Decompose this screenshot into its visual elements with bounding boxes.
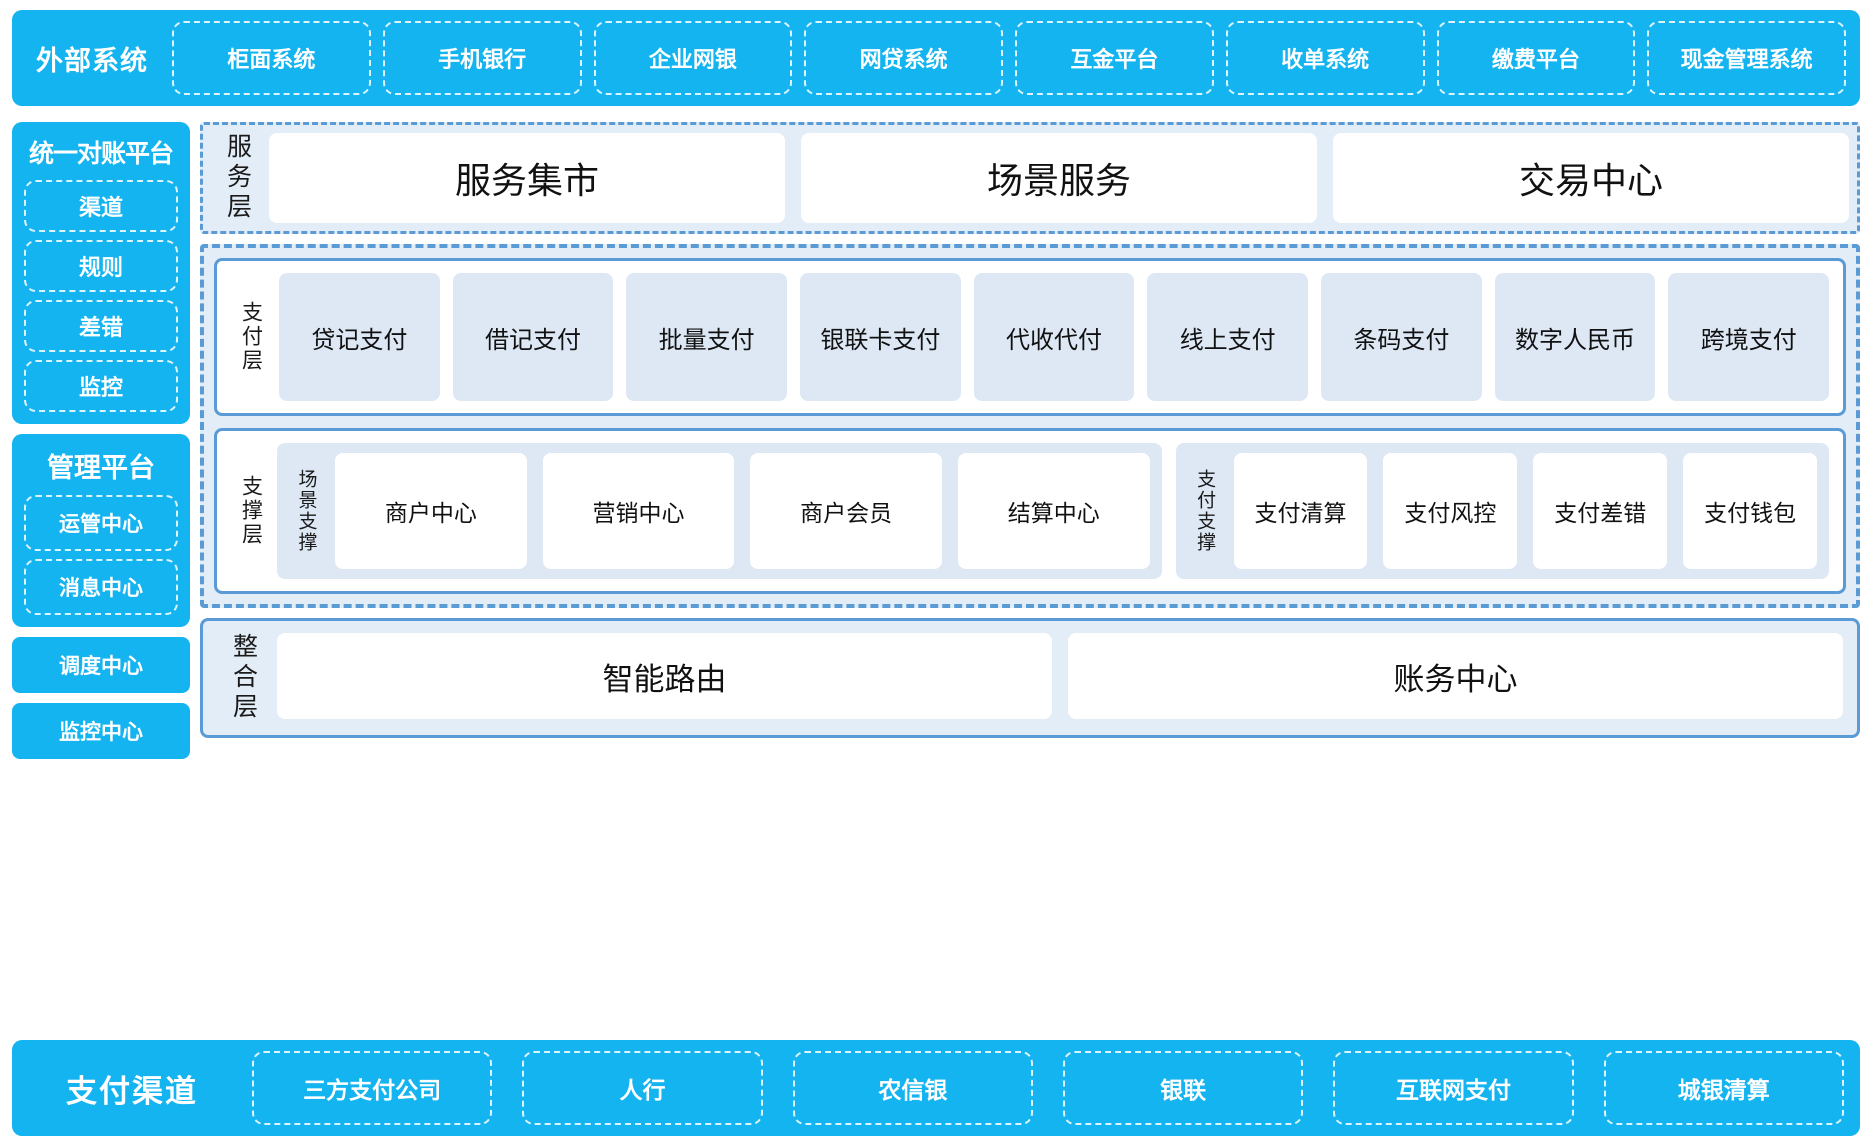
reconciliation-platform-title: 统一对账平台 [28, 140, 174, 168]
external-system-item-2[interactable]: 手机银行 [382, 21, 582, 95]
payment-card-batch[interactable]: 批量支付 [626, 273, 788, 401]
reconciliation-platform-panel: 统一对账平台 渠道 规则 差错 监控 [12, 122, 190, 424]
reconciliation-item-channel[interactable]: 渠道 [24, 180, 178, 232]
external-system-item-1[interactable]: 柜面系统 [172, 21, 371, 95]
support-layer-panel: 支撑层 场景支撑 商户中心 营销中心 商户会员 结算中心 [214, 428, 1846, 594]
reconciliation-item-error[interactable]: 差错 [24, 300, 178, 352]
payment-layer-label: 支付层 [239, 301, 263, 373]
payment-card-unionpay[interactable]: 银联卡支付 [800, 273, 961, 401]
payment-card-credit[interactable]: 贷记支付 [279, 273, 440, 401]
channel-item-unionpay[interactable]: 银联 [1062, 1051, 1304, 1125]
support-card-merchant-member[interactable]: 商户会员 [750, 453, 942, 569]
external-system-item-6[interactable]: 收单系统 [1225, 21, 1425, 95]
support-card-payment-wallet[interactable]: 支付钱包 [1683, 453, 1817, 569]
support-group-payment: 支付支撑 支付清算 支付风控 支付差错 支付钱包 [1175, 443, 1829, 579]
support-group-payment-label: 支付支撑 [1194, 469, 1216, 553]
payment-card-barcode[interactable]: 条码支付 [1321, 273, 1482, 401]
payment-card-collection[interactable]: 代收代付 [973, 273, 1135, 401]
payment-channels-bar: 支付渠道 三方支付公司 人行 农信银 银联 互联网支付 城银清算 [12, 1040, 1860, 1136]
management-item-message-center[interactable]: 消息中心 [24, 559, 178, 615]
management-platform-title: 管理平台 [47, 453, 155, 483]
support-layer-label: 支撑层 [239, 475, 263, 547]
external-systems-list: 柜面系统 手机银行 企业网银 网贷系统 互金平台 收单系统 缴费平台 现金管理系… [172, 21, 1846, 95]
reconciliation-item-monitor[interactable]: 监控 [24, 360, 178, 412]
payment-layer-cards: 贷记支付 借记支付 批量支付 银联卡支付 代收代付 线上支付 条码支付 数字人民… [279, 273, 1830, 401]
support-card-merchant-center[interactable]: 商户中心 [335, 453, 527, 569]
reconciliation-item-rule[interactable]: 规则 [24, 240, 178, 292]
payment-card-digital-rmb[interactable]: 数字人民币 [1494, 273, 1656, 401]
support-layer-groups: 场景支撑 商户中心 营销中心 商户会员 结算中心 支付支撑 支付清算 [277, 443, 1829, 579]
external-system-item-8[interactable]: 现金管理系统 [1647, 21, 1846, 95]
middle-section: 统一对账平台 渠道 规则 差错 监控 管理平台 运管中心 消息中心 调度中心 监… [12, 122, 1860, 1026]
payment-card-online[interactable]: 线上支付 [1147, 273, 1309, 401]
support-card-settlement-center[interactable]: 结算中心 [957, 453, 1150, 569]
service-layer-container: 服务层 服务集市 场景服务 交易中心 [200, 122, 1860, 234]
integration-layer-cards: 智能路由 账务中心 [277, 633, 1843, 723]
support-card-payment-risk[interactable]: 支付风控 [1383, 453, 1518, 569]
scheduling-center-block[interactable]: 调度中心 [12, 637, 190, 693]
management-item-operations-center[interactable]: 运管中心 [24, 495, 178, 551]
channel-item-city-bank-clearing[interactable]: 城银清算 [1603, 1051, 1844, 1125]
support-card-payment-clearing[interactable]: 支付清算 [1233, 453, 1368, 569]
payment-layer-panel: 支付层 贷记支付 借记支付 批量支付 银联卡支付 代收代付 线上支付 条码支付 … [214, 258, 1846, 416]
payment-card-crossborder[interactable]: 跨境支付 [1668, 273, 1830, 401]
integration-layer-panel: 整合层 智能路由 账务中心 [200, 618, 1860, 738]
payment-channels-title: 支付渠道 [66, 1073, 198, 1109]
service-card-scenario[interactable]: 场景服务 [801, 133, 1317, 223]
integration-card-smart-routing[interactable]: 智能路由 [277, 633, 1052, 719]
payment-channels-list: 三方支付公司 人行 农信银 银联 互联网支付 城银清算 [252, 1051, 1844, 1125]
external-systems-title: 外部系统 [36, 45, 148, 76]
external-systems-bar: 外部系统 柜面系统 手机银行 企业网银 网贷系统 互金平台 收单系统 缴费平台 … [12, 10, 1860, 106]
integration-card-accounting-center[interactable]: 账务中心 [1068, 633, 1843, 719]
support-group-scene-label: 场景支撑 [295, 469, 317, 553]
payment-card-debit[interactable]: 借记支付 [452, 273, 614, 401]
support-group-scene: 场景支撑 商户中心 营销中心 商户会员 结算中心 [277, 443, 1162, 579]
integration-layer-label: 整合层 [229, 633, 258, 723]
support-group-scene-cards: 商户中心 营销中心 商户会员 结算中心 [335, 453, 1150, 569]
external-system-item-4[interactable]: 网贷系统 [804, 21, 1003, 95]
support-card-payment-error[interactable]: 支付差错 [1533, 453, 1668, 569]
external-system-item-5[interactable]: 互金平台 [1015, 21, 1214, 95]
management-platform-panel: 管理平台 运管中心 消息中心 [12, 434, 190, 627]
external-system-item-3[interactable]: 企业网银 [593, 21, 793, 95]
support-group-payment-cards: 支付清算 支付风控 支付差错 支付钱包 [1233, 453, 1817, 569]
service-layer-cards: 服务集市 场景服务 交易中心 [269, 133, 1849, 223]
monitoring-center-block[interactable]: 监控中心 [12, 703, 190, 759]
service-layer-label: 服务层 [223, 133, 252, 223]
service-card-marketplace[interactable]: 服务集市 [269, 133, 785, 223]
service-card-transaction[interactable]: 交易中心 [1333, 133, 1849, 223]
channel-item-third-party[interactable]: 三方支付公司 [252, 1051, 493, 1125]
channel-item-rcc[interactable]: 农信银 [792, 1051, 1033, 1125]
service-layer-row: 服务层 服务集市 场景服务 交易中心 [211, 133, 1849, 223]
support-card-marketing-center[interactable]: 营销中心 [542, 453, 735, 569]
left-rail: 统一对账平台 渠道 规则 差错 监控 管理平台 运管中心 消息中心 调度中心 监… [12, 122, 190, 1026]
layers-stack: 服务层 服务集市 场景服务 交易中心 支付层 贷记支付 借记支付 批量 [200, 122, 1860, 1026]
channel-item-internet-payment[interactable]: 互联网支付 [1333, 1051, 1574, 1125]
external-system-item-7[interactable]: 缴费平台 [1436, 21, 1636, 95]
payment-support-container: 支付层 贷记支付 借记支付 批量支付 银联卡支付 代收代付 线上支付 条码支付 … [200, 244, 1860, 608]
channel-item-pboc[interactable]: 人行 [522, 1051, 763, 1125]
